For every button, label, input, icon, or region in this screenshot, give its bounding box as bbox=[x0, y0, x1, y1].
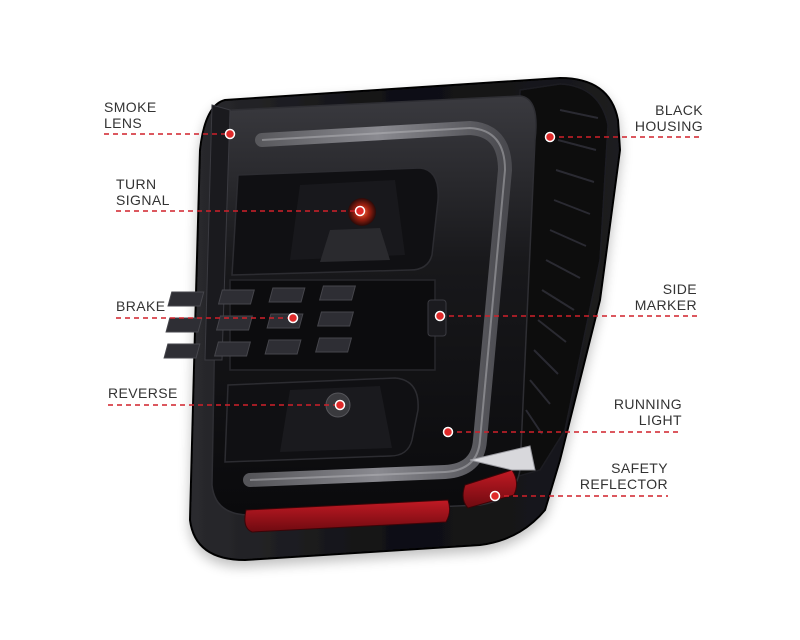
label-smoke-lens-line1: SMOKE bbox=[104, 99, 157, 115]
callout-dot-safety-reflector bbox=[489, 490, 501, 502]
callout-dot-black-housing bbox=[544, 131, 556, 143]
callout-dots bbox=[224, 128, 556, 502]
label-black-housing-line2: HOUSING bbox=[634, 118, 703, 134]
label-turn-signal: TURN SIGNAL bbox=[116, 176, 170, 208]
label-turn-signal-line2: SIGNAL bbox=[116, 192, 170, 208]
label-side-marker: SIDE MARKER bbox=[635, 281, 697, 313]
label-reverse: REVERSE bbox=[108, 385, 178, 401]
label-brake-line1: BRAKE bbox=[116, 298, 166, 314]
light-bar bbox=[243, 120, 513, 487]
side-ribs bbox=[525, 109, 599, 435]
lower-reflector bbox=[244, 499, 451, 533]
callout-dot-running-light bbox=[442, 426, 454, 438]
safety-reflector bbox=[462, 445, 536, 509]
label-running-light-line2: LIGHT bbox=[638, 412, 682, 428]
label-turn-signal-line1: TURN bbox=[116, 176, 157, 192]
callout-dot-side-marker bbox=[434, 310, 446, 322]
callout-dot-smoke-lens bbox=[224, 128, 236, 140]
label-black-housing-line1: BLACK bbox=[655, 102, 703, 118]
label-smoke-lens: SMOKE LENS bbox=[104, 99, 157, 131]
label-running-light: RUNNING LIGHT bbox=[614, 396, 682, 428]
reverse-chamber bbox=[224, 377, 419, 463]
label-reverse-line1: REVERSE bbox=[108, 385, 178, 401]
label-running-light-line1: RUNNING bbox=[613, 396, 682, 412]
label-side-marker-line2: MARKER bbox=[634, 297, 697, 313]
label-side-marker-line1: SIDE bbox=[662, 281, 697, 297]
callout-lines bbox=[104, 133, 703, 497]
callout-dot-turn-signal bbox=[354, 205, 366, 217]
label-black-housing: BLACK HOUSING bbox=[635, 102, 703, 134]
label-brake: BRAKE bbox=[116, 298, 165, 314]
label-smoke-lens-line2: LENS bbox=[104, 115, 143, 131]
callout-dot-brake bbox=[287, 312, 299, 324]
callout-dot-reverse bbox=[334, 399, 346, 411]
brake-led-section bbox=[163, 279, 447, 371]
label-safety-reflector-line2: REFLECTOR bbox=[579, 476, 668, 492]
label-safety-reflector: SAFETY REFLECTOR bbox=[580, 460, 668, 492]
turn-signal-chamber bbox=[231, 167, 439, 276]
label-safety-reflector-line1: SAFETY bbox=[611, 460, 668, 476]
